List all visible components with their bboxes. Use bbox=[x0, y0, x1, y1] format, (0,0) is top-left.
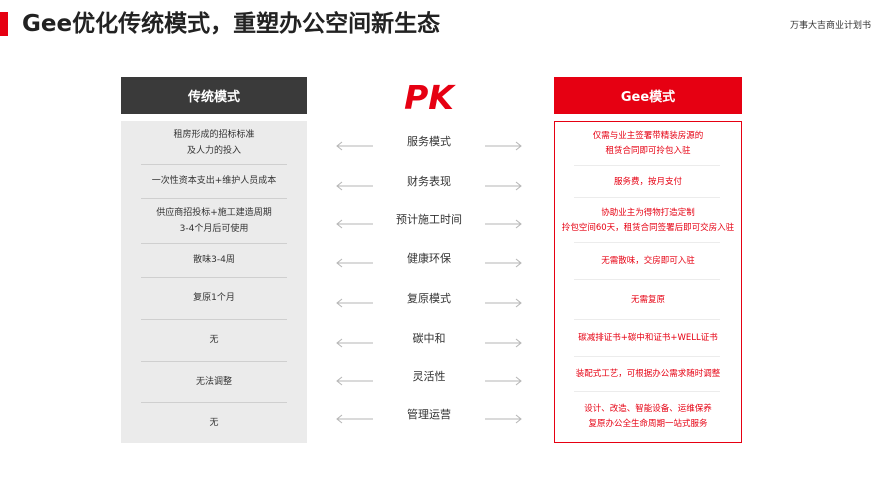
traditional-item: 复原1个月 bbox=[121, 278, 307, 318]
gee-item-line: 无需复原 bbox=[630, 294, 665, 305]
right-arrow-icon bbox=[484, 214, 522, 233]
compare-row: 预计施工时间 bbox=[336, 210, 522, 229]
gee-item: 服务费，按月支付 bbox=[555, 167, 741, 197]
traditional-item: 一次性资本支出+维护人员成本 bbox=[121, 165, 307, 197]
traditional-mode-header: 传统模式 bbox=[121, 77, 307, 114]
compare-row: 健康环保 bbox=[336, 249, 522, 268]
compare-item-label: 碳中和 bbox=[412, 332, 446, 345]
gee-item: 装配式工艺，可根据办公需求随时调整 bbox=[555, 358, 741, 391]
left-arrow-icon bbox=[336, 176, 374, 195]
gee-item: 协助业主为得物打造定制拎包空间60天，租赁合同签署后即可交房入驻 bbox=[555, 199, 741, 242]
gee-item: 设计、改造、智能设备、运维保养复原办公全生命周期一站式服务 bbox=[555, 393, 741, 440]
left-arrow-icon bbox=[336, 333, 374, 352]
right-arrow-icon bbox=[484, 176, 522, 195]
gee-item-line: 复原办公全生命周期一站式服务 bbox=[588, 418, 708, 429]
gee-item-line: 协助业主为得物打造定制 bbox=[601, 207, 695, 218]
traditional-item: 租房形成的招标标准及人力的投入 bbox=[121, 123, 307, 163]
gee-item-line: 仅需与业主签署带精装房源的 bbox=[592, 131, 704, 141]
traditional-item-line: 无 bbox=[209, 417, 219, 428]
compare-row: 管理运营 bbox=[336, 405, 522, 424]
traditional-row-divider bbox=[141, 361, 287, 362]
traditional-item: 散味3-4周 bbox=[121, 244, 307, 276]
compare-item-label: 服务模式 bbox=[407, 135, 451, 148]
right-arrow-icon bbox=[484, 371, 522, 390]
traditional-item-line: 一次性资本支出+维护人员成本 bbox=[151, 176, 277, 186]
gee-mode-panel bbox=[554, 121, 742, 443]
title-accent-bar bbox=[0, 12, 8, 36]
compare-item-label: 灵活性 bbox=[412, 370, 446, 383]
left-arrow-icon bbox=[336, 253, 374, 272]
gee-row-divider bbox=[574, 279, 720, 280]
gee-mode-header: Gee模式 bbox=[554, 77, 742, 114]
gee-row-divider bbox=[574, 165, 720, 166]
gee-item: 仅需与业主签署带精装房源的租赁合同即可拎包入驻 bbox=[555, 123, 741, 165]
page-title: Gee优化传统模式，重塑办公空间新生态 bbox=[22, 11, 441, 37]
traditional-item: 供应商招投标+施工建造周期 3-4个月后可使用 bbox=[121, 199, 307, 242]
right-arrow-icon bbox=[484, 293, 522, 312]
gee-row-divider bbox=[574, 391, 720, 392]
traditional-item-line: 无 bbox=[209, 335, 219, 345]
compare-item-label: 预计施工时间 bbox=[396, 213, 462, 226]
compare-row: 财务表现 bbox=[336, 172, 522, 191]
gee-row-divider bbox=[574, 242, 720, 243]
traditional-item-line: 供应商招投标+施工建造周期 bbox=[156, 207, 272, 218]
left-arrow-icon bbox=[336, 409, 374, 428]
compare-row: 灵活性 bbox=[336, 367, 522, 386]
compare-item-label: 复原模式 bbox=[407, 292, 451, 305]
compare-row: 复原模式 bbox=[336, 289, 522, 308]
left-arrow-icon bbox=[336, 293, 374, 312]
traditional-row-divider bbox=[141, 198, 287, 199]
traditional-item: 无法调整 bbox=[121, 362, 307, 401]
gee-row-divider bbox=[574, 356, 720, 357]
compare-item-label: 健康环保 bbox=[407, 252, 451, 265]
gee-item-line: 设计、改造、智能设备、运维保养 bbox=[584, 403, 712, 414]
gee-item: 无需散味，交房即可入驻 bbox=[555, 244, 741, 279]
traditional-item-line: 租房形成的招标标准 bbox=[173, 130, 255, 140]
left-arrow-icon bbox=[336, 214, 374, 233]
right-arrow-icon bbox=[484, 409, 522, 428]
gee-item-line: 碳减排证书+碳中和证书+WELL证书 bbox=[578, 333, 718, 343]
right-arrow-icon bbox=[484, 333, 522, 352]
compare-row: 服务模式 bbox=[336, 132, 522, 151]
compare-item-label: 财务表现 bbox=[407, 175, 451, 188]
traditional-row-divider bbox=[141, 243, 287, 244]
traditional-mode-panel bbox=[121, 121, 307, 443]
traditional-item: 无 bbox=[121, 403, 307, 442]
traditional-row-divider bbox=[141, 319, 287, 320]
gee-item: 无需复原 bbox=[555, 281, 741, 319]
traditional-item-line: 复原1个月 bbox=[193, 293, 235, 303]
right-arrow-icon bbox=[484, 136, 522, 155]
brand-label: 万事大吉商业计划书 bbox=[789, 21, 871, 31]
traditional-item-line: 3-4个月后可使用 bbox=[179, 223, 249, 234]
traditional-item-line: 无法调整 bbox=[195, 376, 232, 387]
gee-row-divider bbox=[574, 197, 720, 198]
traditional-item: 无 bbox=[121, 320, 307, 360]
traditional-row-divider bbox=[141, 277, 287, 278]
gee-item-line: 租赁合同即可拎包入驻 bbox=[605, 146, 691, 156]
compare-row: 碳中和 bbox=[336, 329, 522, 348]
gee-item: 碳减排证书+碳中和证书+WELL证书 bbox=[555, 321, 741, 356]
traditional-item-line: 散味3-4周 bbox=[193, 255, 235, 265]
gee-item-line: 拎包空间60天，租赁合同签署后即可交房入驻 bbox=[561, 222, 735, 233]
traditional-item-line: 及人力的投入 bbox=[186, 146, 241, 156]
gee-item-line: 无需散味，交房即可入驻 bbox=[601, 256, 695, 266]
traditional-row-divider bbox=[141, 402, 287, 403]
left-arrow-icon bbox=[336, 371, 374, 390]
pk-text: PK bbox=[404, 80, 456, 114]
left-arrow-icon bbox=[336, 136, 374, 155]
compare-item-label: 管理运营 bbox=[407, 408, 451, 421]
gee-row-divider bbox=[574, 319, 720, 320]
pk-logo: PK bbox=[399, 80, 459, 114]
right-arrow-icon bbox=[484, 253, 522, 272]
gee-item-line: 装配式工艺，可根据办公需求随时调整 bbox=[575, 369, 721, 379]
traditional-row-divider bbox=[141, 164, 287, 165]
gee-item-line: 服务费，按月支付 bbox=[613, 176, 682, 187]
